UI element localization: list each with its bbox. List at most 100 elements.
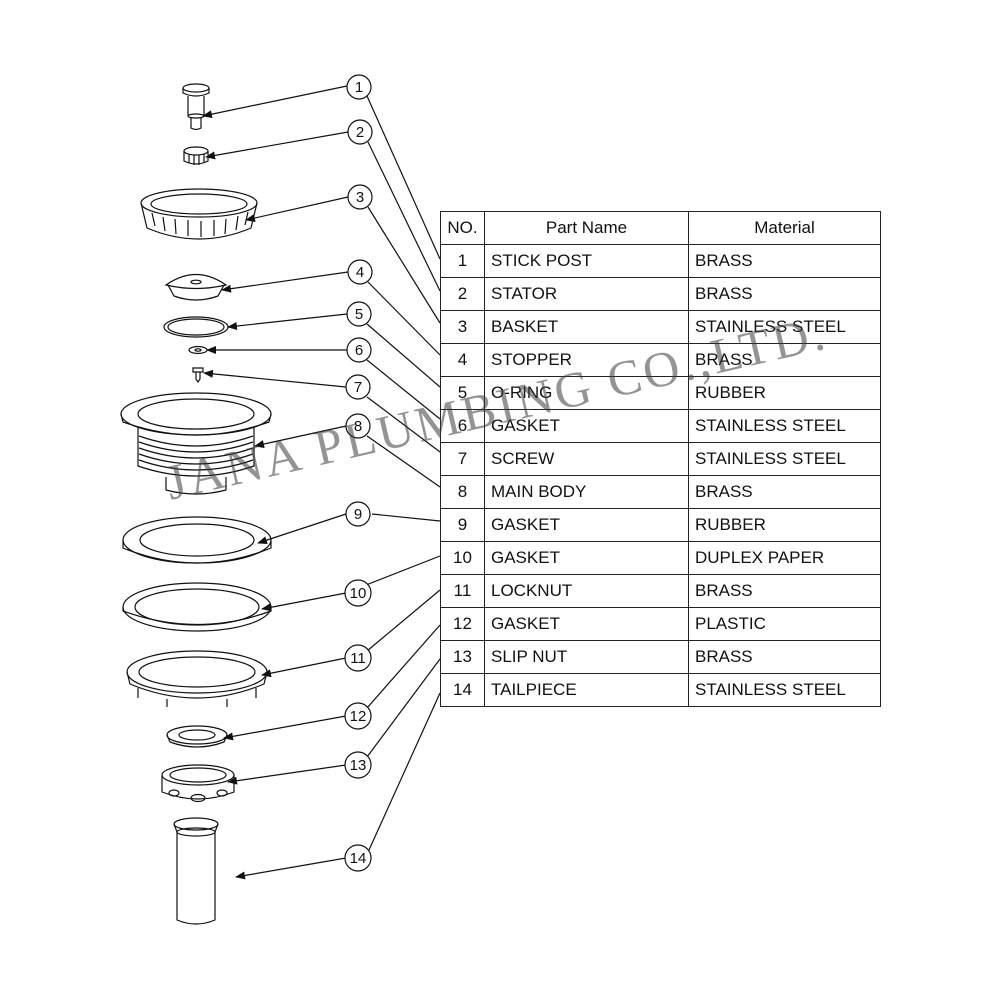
cell-material: DUPLEX PAPER bbox=[688, 541, 881, 575]
cell-part-name: LOCKNUT bbox=[484, 574, 689, 608]
part-stick-post bbox=[182, 83, 210, 131]
cell-material: PLASTIC bbox=[688, 607, 881, 641]
callout-9: 9 bbox=[345, 501, 371, 527]
callout-1: 1 bbox=[346, 74, 372, 100]
callout-2-label: 2 bbox=[356, 124, 364, 141]
cell-material: STAINLESS STEEL bbox=[688, 310, 881, 344]
cell-part-name: STOPPER bbox=[484, 343, 689, 377]
callout-14-label: 14 bbox=[350, 850, 367, 867]
cell-no: 14 bbox=[440, 673, 485, 707]
cell-part-name: SLIP NUT bbox=[484, 640, 689, 674]
callout-14: 14 bbox=[344, 844, 372, 872]
callout-12: 12 bbox=[344, 702, 372, 730]
cell-material: STAINLESS STEEL bbox=[688, 409, 881, 443]
leader-arrows bbox=[202, 85, 349, 880]
cell-material: BRASS bbox=[688, 277, 881, 311]
callout-5: 5 bbox=[346, 301, 372, 327]
callout-3: 3 bbox=[347, 184, 373, 210]
part-gasket-rubber bbox=[122, 516, 272, 564]
callout-7: 7 bbox=[345, 374, 371, 400]
cell-no: 8 bbox=[440, 475, 485, 509]
callout-4-label: 4 bbox=[356, 264, 364, 281]
part-stator bbox=[183, 146, 209, 165]
cell-part-name: SCREW bbox=[484, 442, 689, 476]
callout-13: 13 bbox=[344, 751, 372, 779]
part-basket bbox=[140, 188, 258, 240]
part-gasket-plastic bbox=[166, 725, 228, 748]
cell-part-name: GASKET bbox=[484, 508, 689, 542]
cell-material: BRASS bbox=[688, 475, 881, 509]
cell-part-name: GASKET bbox=[484, 607, 689, 641]
cell-part-name: TAILPIECE bbox=[484, 673, 689, 707]
cell-material: BRASS bbox=[688, 343, 881, 377]
cell-no: 11 bbox=[440, 574, 485, 608]
cell-no: 5 bbox=[440, 376, 485, 410]
callout-7-label: 7 bbox=[354, 379, 362, 396]
cell-no: 3 bbox=[440, 310, 485, 344]
cell-part-name: GASKET bbox=[484, 541, 689, 575]
cell-part-name: BASKET bbox=[484, 310, 689, 344]
cell-part-name: O-RING bbox=[484, 376, 689, 410]
cell-part-name: GASKET bbox=[484, 409, 689, 443]
part-o-ring bbox=[163, 316, 229, 338]
cell-part-name: MAIN BODY bbox=[484, 475, 689, 509]
callout-1-label: 1 bbox=[355, 79, 363, 96]
cell-no: 4 bbox=[440, 343, 485, 377]
header-no: NO. bbox=[440, 211, 485, 245]
cell-material: STAINLESS STEEL bbox=[688, 673, 881, 707]
callout-11: 11 bbox=[344, 644, 372, 672]
callout-11-label: 11 bbox=[350, 650, 366, 667]
callout-2: 2 bbox=[347, 119, 373, 145]
cell-no: 13 bbox=[440, 640, 485, 674]
callout-8: 8 bbox=[345, 413, 371, 439]
cell-no: 2 bbox=[440, 277, 485, 311]
part-screw bbox=[192, 367, 204, 384]
callout-5-label: 5 bbox=[355, 306, 363, 323]
cell-material: RUBBER bbox=[688, 508, 881, 542]
cell-part-name: STICK POST bbox=[484, 244, 689, 278]
table-header-row: NO. Part Name Material bbox=[440, 211, 881, 245]
part-gasket-paper bbox=[122, 582, 272, 632]
cell-no: 7 bbox=[440, 442, 485, 476]
cell-no: 10 bbox=[440, 541, 485, 575]
part-tailpiece bbox=[173, 817, 219, 925]
cell-material: BRASS bbox=[688, 244, 881, 278]
cell-no: 12 bbox=[440, 607, 485, 641]
callout-10-label: 10 bbox=[350, 585, 367, 602]
cell-material: STAINLESS STEEL bbox=[688, 442, 881, 476]
callout-4: 4 bbox=[347, 259, 373, 285]
cell-material: BRASS bbox=[688, 640, 881, 674]
callout-3-label: 3 bbox=[356, 189, 364, 206]
callout-9-label: 9 bbox=[354, 506, 362, 523]
part-locknut bbox=[126, 650, 268, 707]
header-part-name: Part Name bbox=[484, 211, 689, 245]
cell-no: 1 bbox=[440, 244, 485, 278]
cell-no: 9 bbox=[440, 508, 485, 542]
cell-part-name: STATOR bbox=[484, 277, 689, 311]
callout-6-label: 6 bbox=[355, 342, 363, 359]
part-main-body bbox=[120, 392, 272, 495]
cell-material: RUBBER bbox=[688, 376, 881, 410]
table-connectors bbox=[365, 95, 441, 851]
cell-material: BRASS bbox=[688, 574, 881, 608]
callout-10: 10 bbox=[344, 579, 372, 607]
callout-13-label: 13 bbox=[350, 757, 367, 774]
callout-12-label: 12 bbox=[350, 708, 367, 725]
